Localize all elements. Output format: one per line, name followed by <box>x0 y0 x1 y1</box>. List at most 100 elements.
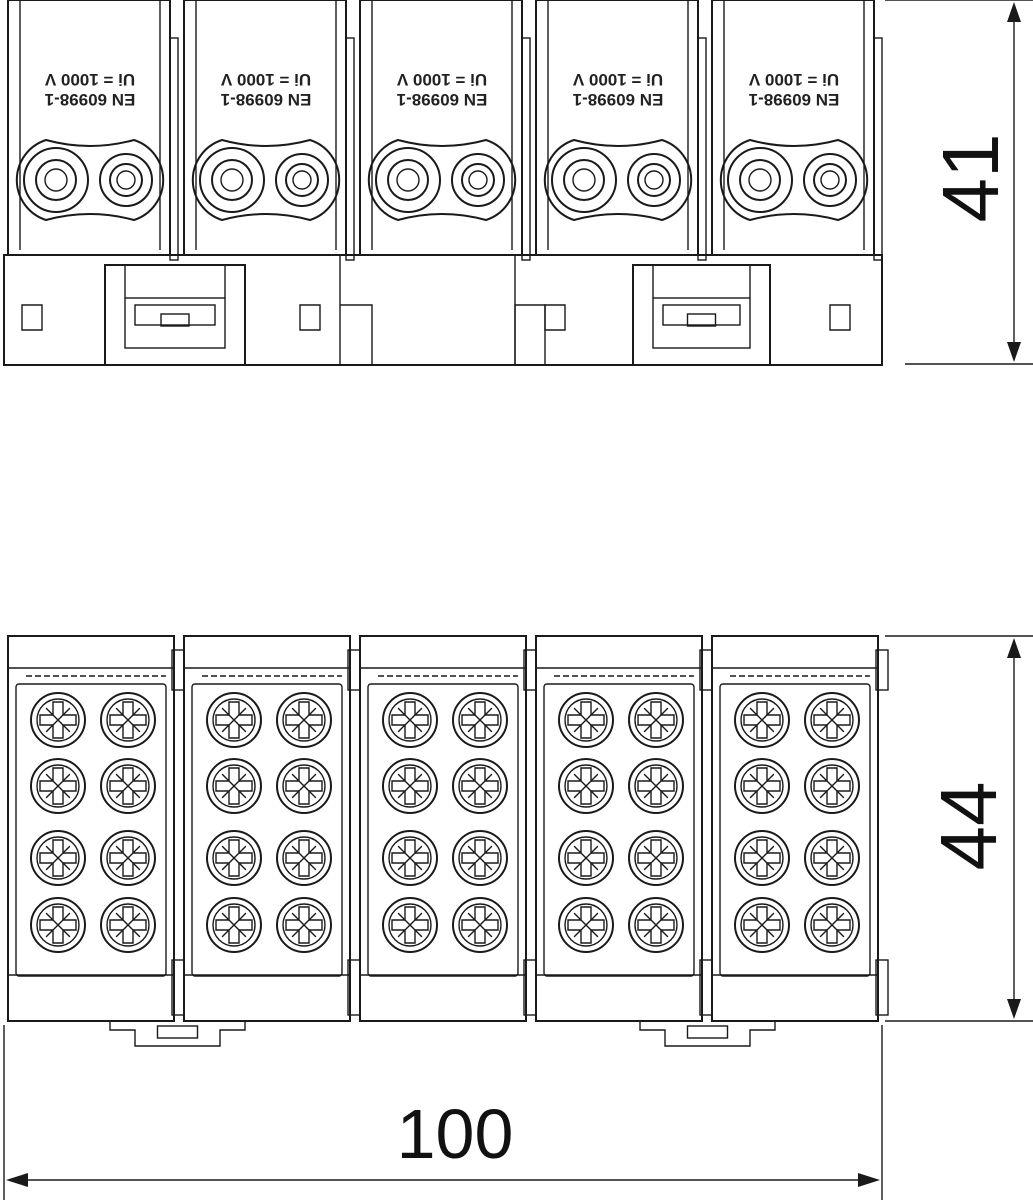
terminal-hole-icon <box>367 138 517 222</box>
screw-head-icon <box>734 897 790 953</box>
module-body <box>711 0 875 256</box>
screw-head-icon <box>628 897 684 953</box>
module-marking: EN 60998-1Ui = 1000 V <box>220 70 311 109</box>
screw-head-icon <box>100 758 156 814</box>
base-foot <box>21 304 43 331</box>
module-marking: EN 60998-1Ui = 1000 V <box>396 70 487 109</box>
screw-head-icon <box>628 830 684 886</box>
screw-head-icon <box>558 758 614 814</box>
standard-marking: EN 60998-1 <box>397 90 488 109</box>
height-bottom-label: 44 <box>924 782 1013 871</box>
dimension-width: 100 <box>3 1025 883 1200</box>
screw-head-icon <box>100 830 156 886</box>
arrow-up-icon <box>1007 2 1021 22</box>
screw-head-icon <box>452 692 508 748</box>
terminal-module: EN 60998-1Ui = 1000 V <box>183 0 355 261</box>
module-marking: EN 60998-1Ui = 1000 V <box>572 70 663 109</box>
screw-head-icon <box>452 897 508 953</box>
screw-head-icon <box>452 830 508 886</box>
side-tab <box>873 37 883 261</box>
module-body <box>359 635 527 1022</box>
screw-head-icon <box>734 758 790 814</box>
voltage-marking: Ui = 1000 V <box>748 70 839 89</box>
screw-head-icon <box>804 897 860 953</box>
front-view: EN 60998-1Ui = 1000 VEN 60998-1Ui = 1000… <box>3 0 883 366</box>
screw-panel <box>191 683 343 977</box>
screw-head-icon <box>206 830 262 886</box>
side-latch <box>875 959 889 1016</box>
screw-head-icon <box>30 758 86 814</box>
din-clamp <box>104 264 246 366</box>
screw-panel <box>367 683 519 977</box>
screw-head-icon <box>804 758 860 814</box>
terminal-module <box>359 635 537 1022</box>
module-body <box>535 635 703 1022</box>
module-body <box>7 635 175 1022</box>
screw-panel <box>543 683 695 977</box>
side-tab <box>169 37 179 261</box>
screw-head-icon <box>206 758 262 814</box>
arrow-up-icon <box>1007 638 1021 658</box>
voltage-marking: Ui = 1000 V <box>44 70 135 89</box>
screw-head-icon <box>276 830 332 886</box>
terminal-hole-icon <box>191 138 341 222</box>
screw-head-icon <box>30 692 86 748</box>
top-view <box>7 635 889 1047</box>
side-latch <box>875 649 889 691</box>
voltage-marking: Ui = 1000 V <box>220 70 311 89</box>
screw-head-icon <box>382 692 438 748</box>
module-body <box>711 635 879 1022</box>
base-foot <box>544 304 566 331</box>
dimension-height-bottom: 44 <box>885 635 1033 1022</box>
module-body <box>535 0 699 256</box>
screw-head-icon <box>734 692 790 748</box>
screw-head-icon <box>382 830 438 886</box>
screw-head-icon <box>30 830 86 886</box>
screw-head-icon <box>452 758 508 814</box>
module-marking: EN 60998-1Ui = 1000 V <box>748 70 839 109</box>
arrow-down-icon <box>1007 342 1021 362</box>
arrow-down-icon <box>1007 999 1021 1019</box>
screw-head-icon <box>382 897 438 953</box>
screw-head-icon <box>558 897 614 953</box>
side-tab <box>521 37 531 261</box>
module-body <box>7 0 171 256</box>
screw-head-icon <box>804 692 860 748</box>
terminal-module: EN 60998-1Ui = 1000 V <box>711 0 883 261</box>
module-body <box>359 0 523 256</box>
base-foot <box>829 304 851 331</box>
terminal-module <box>7 635 185 1022</box>
screw-panel <box>15 683 167 977</box>
din-clamp <box>632 264 771 366</box>
screw-head-icon <box>804 830 860 886</box>
screw-head-icon <box>276 692 332 748</box>
screw-head-icon <box>30 897 86 953</box>
terminal-module <box>535 635 713 1022</box>
terminal-hole-icon <box>15 138 165 222</box>
din-clip <box>109 1021 246 1047</box>
screw-head-icon <box>276 758 332 814</box>
screw-head-icon <box>628 692 684 748</box>
screw-head-icon <box>382 758 438 814</box>
screw-panel <box>719 683 871 977</box>
terminal-hole-icon <box>543 138 693 222</box>
terminal-module: EN 60998-1Ui = 1000 V <box>535 0 707 261</box>
screw-head-icon <box>558 830 614 886</box>
screw-head-icon <box>734 830 790 886</box>
screw-head-icon <box>206 897 262 953</box>
standard-marking: EN 60998-1 <box>573 90 664 109</box>
screw-head-icon <box>100 897 156 953</box>
base-foot <box>299 304 321 331</box>
standard-marking: EN 60998-1 <box>749 90 840 109</box>
din-clip <box>639 1021 776 1047</box>
standard-marking: EN 60998-1 <box>45 90 136 109</box>
side-tab <box>345 37 355 261</box>
module-marking: EN 60998-1Ui = 1000 V <box>44 70 135 109</box>
width-label: 100 <box>397 1095 514 1173</box>
screw-head-icon <box>100 692 156 748</box>
height-top-label: 41 <box>926 134 1015 223</box>
dimension-height-top: 41 <box>885 0 1033 365</box>
module-body <box>183 0 347 256</box>
standard-marking: EN 60998-1 <box>221 90 312 109</box>
